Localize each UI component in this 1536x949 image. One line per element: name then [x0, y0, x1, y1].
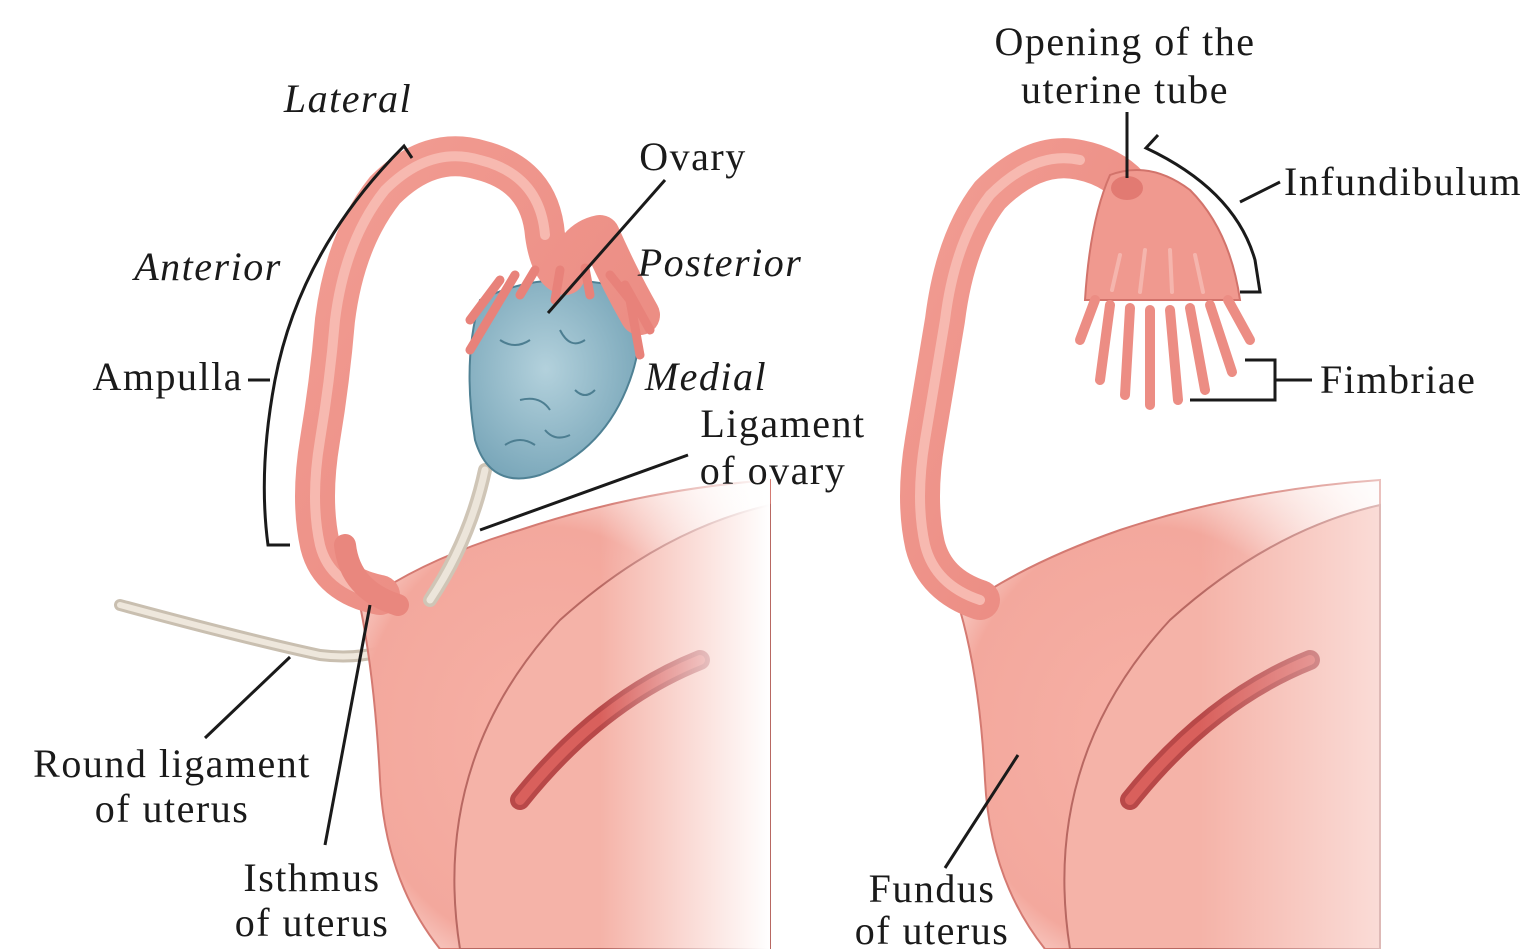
- label-isthmus-2: of uterus: [235, 900, 390, 945]
- label-opening-1: Opening of the: [995, 19, 1256, 64]
- label-ampulla: Ampulla: [93, 354, 243, 399]
- round-ligament: [120, 605, 395, 656]
- label-ligament-of-ovary-2: of ovary: [700, 448, 846, 493]
- label-ovary: Ovary: [639, 134, 746, 179]
- label-isthmus-1: Isthmus: [243, 855, 380, 900]
- label-round-ligament-1: Round ligament: [33, 741, 311, 786]
- opening-of-uterine-tube: [1111, 176, 1143, 200]
- label-anterior: Anterior: [131, 244, 282, 289]
- label-fundus-2: of uterus: [855, 908, 1010, 949]
- infundibulum: [1085, 170, 1240, 300]
- label-fimbriae: Fimbriae: [1320, 357, 1476, 402]
- label-fundus-1: Fundus: [869, 866, 996, 911]
- label-ligament-of-ovary-1: Ligament: [700, 401, 865, 446]
- label-opening-2: uterine tube: [1021, 67, 1229, 112]
- label-round-ligament-2: of uterus: [95, 786, 250, 831]
- label-lateral: Lateral: [283, 76, 412, 121]
- label-medial: Medial: [644, 354, 767, 399]
- label-infundibulum: Infundibulum: [1284, 159, 1522, 204]
- label-posterior: Posterior: [637, 240, 803, 285]
- right-figure: [920, 135, 1536, 949]
- fimbriae-right: [1080, 300, 1250, 405]
